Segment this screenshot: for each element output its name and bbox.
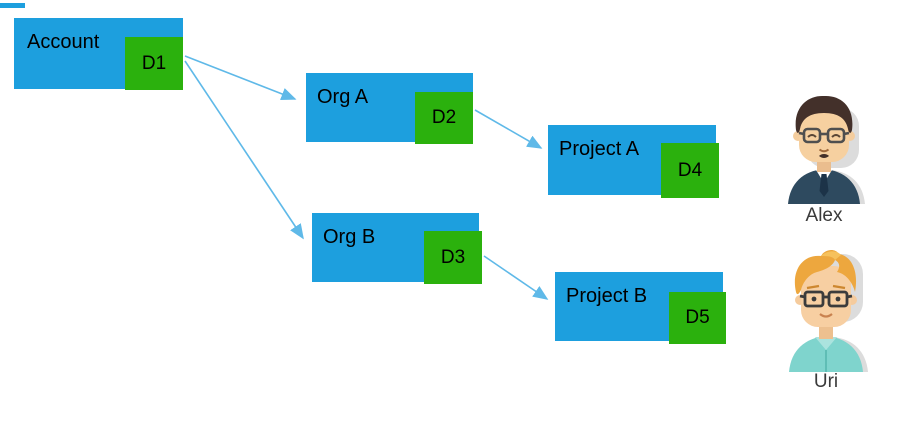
- tie: [819, 174, 829, 197]
- arrow-d1-to-org-b: [184, 60, 304, 240]
- eyebrow: [832, 284, 846, 290]
- avatar-uri-image: [789, 250, 868, 372]
- node-org-a-label: Org A: [317, 86, 369, 108]
- mouth: [819, 313, 833, 318]
- eye: [835, 296, 841, 302]
- hair: [794, 250, 857, 295]
- glasses: [799, 290, 853, 308]
- face: [799, 103, 849, 162]
- avatar-alex-image: [788, 95, 865, 204]
- eye-closed: [807, 134, 817, 138]
- hair-highlight: [821, 251, 841, 260]
- avatar-alex-name: Alex: [805, 205, 843, 226]
- badge-d2: D2: [415, 92, 473, 144]
- arrow-d3-to-project-b: [483, 255, 549, 300]
- clipped-shape-fragment: [0, 3, 25, 8]
- eye: [811, 296, 817, 302]
- arrow-d1-to-org-a: [184, 55, 297, 101]
- arrow-d2-to-project-a: [474, 109, 543, 149]
- avatar-uri: [781, 246, 871, 372]
- shirt-collar: [815, 337, 837, 350]
- goatee: [819, 154, 829, 158]
- eye-closed: [831, 134, 841, 138]
- avatar-alex: [779, 92, 869, 204]
- node-org-b-label: Org B: [323, 226, 376, 248]
- avatar-uri-name: Uri: [813, 371, 839, 392]
- mouth: [818, 148, 830, 153]
- badge-d3: D3: [424, 231, 482, 284]
- glasses: [798, 127, 850, 144]
- node-project-a-label: Project A: [559, 138, 640, 160]
- node-project-b-label: Project B: [566, 285, 648, 307]
- badge-d1: D1: [125, 37, 183, 90]
- node-account-label: Account: [27, 31, 100, 53]
- badge-d4: D4: [661, 143, 719, 198]
- badge-d5: D5: [669, 292, 726, 344]
- hair: [795, 95, 853, 133]
- eyebrow: [806, 284, 820, 290]
